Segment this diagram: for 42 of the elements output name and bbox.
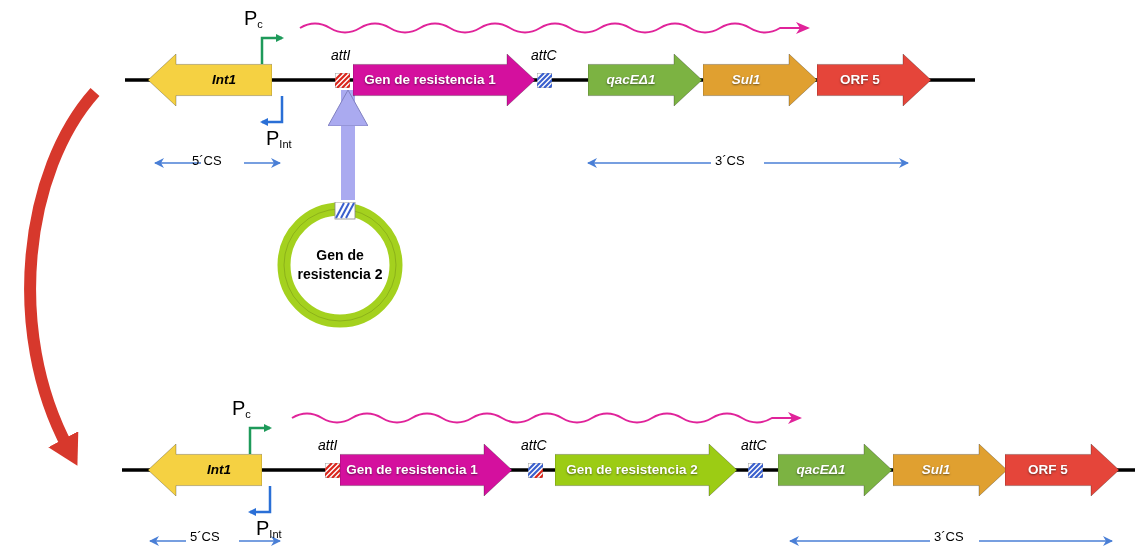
gene-symbol [148, 54, 272, 106]
site-label: attC [531, 48, 557, 62]
gene-symbol [1005, 444, 1119, 496]
region-label: 5´CS [192, 154, 222, 167]
gene-label: Int1 [207, 460, 231, 479]
gene-label: ORF 5 [1028, 460, 1068, 479]
gene-label: qacEΔ1 [606, 70, 656, 89]
gene-symbol [588, 54, 702, 106]
site-label: attI [318, 438, 338, 452]
att-site-box [335, 73, 350, 88]
promoter-label: P$_{Int}$ [266, 128, 292, 148]
att-site-box [325, 463, 340, 478]
att-site-box [537, 73, 552, 88]
plasmid-ring [277, 202, 403, 328]
gene-symbol [340, 444, 512, 496]
region-label: 3´CS [715, 154, 745, 167]
plasmid-label: Gen de resistencia 2 [296, 246, 384, 284]
gene-symbol [148, 444, 262, 496]
gene-symbol [893, 444, 1007, 496]
promoter-label: P$_{c}$ [244, 8, 263, 28]
promoter-label: P$_{c}$ [232, 398, 251, 418]
gene-label: Int1 [212, 70, 236, 89]
site-label: attC [521, 438, 547, 452]
gene-symbol [778, 444, 892, 496]
gene-label: Sul1 [921, 460, 951, 479]
gene-label: Gen de resistencia 1 [364, 70, 496, 89]
region-label: 5´CS [190, 530, 220, 543]
region-label: 3´CS [934, 530, 964, 543]
site-label: attC [741, 438, 767, 452]
gene-label: ORF 5 [840, 70, 880, 89]
gene-label: Sul1 [731, 70, 761, 89]
gene-symbol [703, 54, 817, 106]
att-site-box [748, 463, 763, 478]
insertion-arrow [327, 89, 369, 200]
site-label: attI [331, 48, 351, 62]
gene-label: Gen de resistencia 2 [566, 460, 698, 479]
gene-label: qacEΔ1 [796, 460, 846, 479]
gene-label: Gen de resistencia 1 [346, 460, 478, 479]
gene-symbol [555, 444, 737, 496]
promoter-label: P$_{Int}$ [256, 518, 282, 538]
att-site-box [528, 463, 543, 478]
gene-symbol [817, 54, 931, 106]
